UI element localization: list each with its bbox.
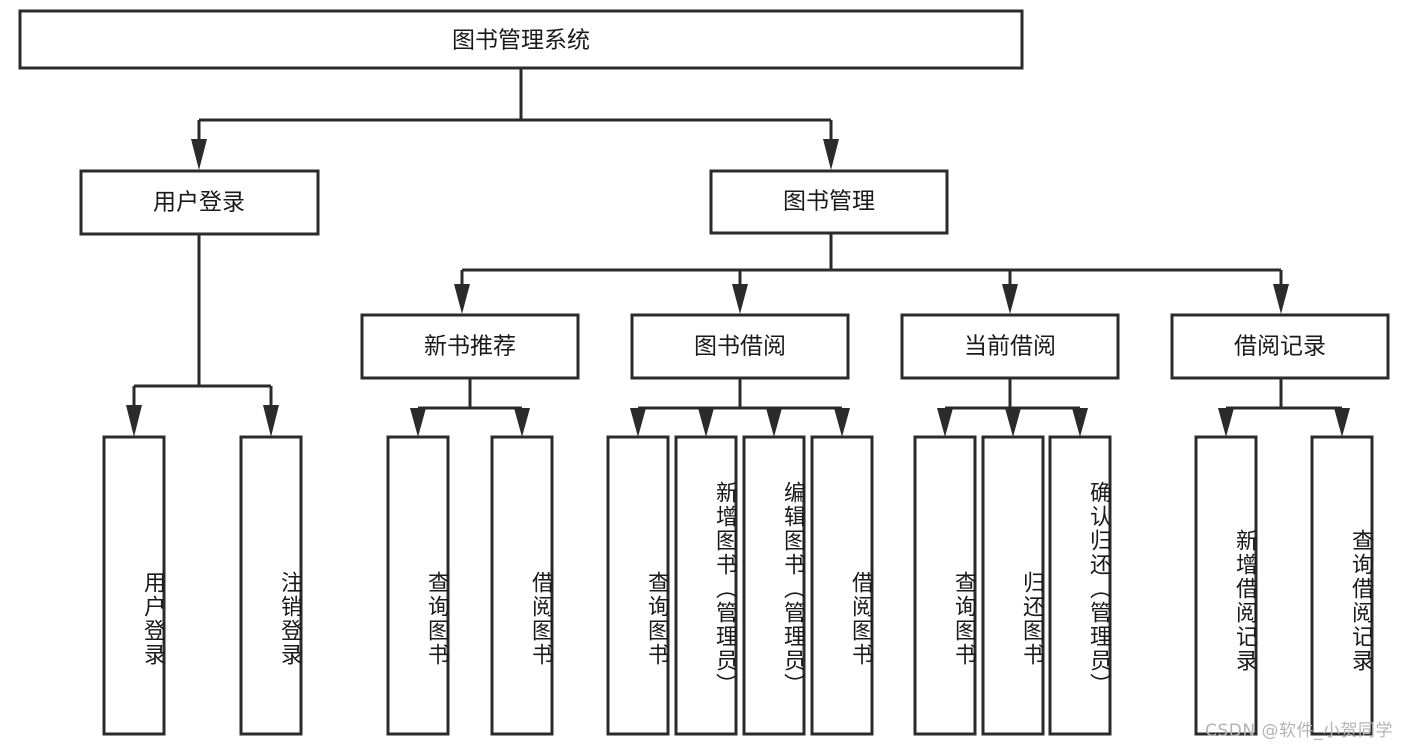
node-borrow-record-label: 借阅记录 bbox=[1234, 334, 1326, 360]
node-root[interactable]: 图书管理系统 bbox=[18, 9, 1024, 70]
arrowhead-leaf-borrow-book-2 bbox=[834, 408, 850, 437]
arrowhead-book-borrow bbox=[732, 284, 748, 314]
arrowhead-user-login bbox=[191, 139, 207, 170]
node-leaf-query-book-1-box[interactable] bbox=[386, 435, 450, 736]
csdn-watermark: CSDN @软件_小贺同学 bbox=[1205, 721, 1393, 741]
arrowhead-new-book-recommend bbox=[454, 284, 470, 314]
node-leaf-add-record-box[interactable] bbox=[1194, 435, 1258, 736]
connector-current-borrow-to-leaves bbox=[937, 378, 1088, 437]
node-leaf-query-record-box[interactable] bbox=[1310, 435, 1374, 736]
arrowhead-leaf-confirm-return bbox=[1072, 408, 1088, 437]
arrowhead-leaf-user-logout bbox=[263, 405, 279, 437]
arrowhead-leaf-return-book bbox=[1005, 408, 1021, 437]
node-user-login-box[interactable] bbox=[79, 169, 320, 236]
node-new-book-recommend[interactable]: 新书推荐 bbox=[360, 313, 580, 380]
node-book-manage[interactable]: 图书管理 bbox=[709, 169, 949, 235]
node-leaf-query-book-2-box[interactable] bbox=[606, 435, 670, 736]
node-leaf-edit-book-box[interactable] bbox=[742, 435, 806, 736]
node-leaf-user-login-box[interactable] bbox=[102, 435, 166, 736]
node-leaf-query-book-3-box[interactable] bbox=[913, 435, 977, 736]
node-book-manage-label: 图书管理 bbox=[783, 189, 875, 215]
node-book-borrow[interactable]: 图书借阅 bbox=[630, 313, 850, 380]
node-leaf-return-book-box[interactable] bbox=[981, 435, 1045, 736]
node-borrow-record[interactable]: 借阅记录 bbox=[1170, 313, 1390, 380]
arrowhead-leaf-query-book-1 bbox=[410, 408, 426, 437]
node-root-box[interactable] bbox=[18, 9, 1024, 70]
arrowhead-borrow-record bbox=[1273, 284, 1289, 314]
node-user-login-label: 用户登录 bbox=[153, 190, 245, 216]
node-current-borrow-box[interactable] bbox=[900, 313, 1120, 380]
connector-book-borrow-to-leaves bbox=[630, 378, 850, 437]
arrowhead-leaf-user-login bbox=[126, 405, 142, 437]
node-leaf-add-book-box[interactable] bbox=[674, 435, 738, 736]
connector-borrow-record-to-leaves bbox=[1218, 378, 1350, 437]
arrowhead-leaf-add-book bbox=[698, 408, 714, 437]
node-user-login[interactable]: 用户登录 bbox=[79, 169, 320, 236]
connector-book-manage-to-level3 bbox=[454, 233, 1289, 314]
node-new-book-recommend-box[interactable] bbox=[360, 313, 580, 380]
node-leaf-borrow-book-1-box[interactable] bbox=[490, 435, 554, 736]
node-leaf-borrow-book-2-box[interactable] bbox=[810, 435, 874, 736]
node-book-borrow-label: 图书借阅 bbox=[694, 334, 786, 360]
arrowhead-leaf-edit-book bbox=[766, 408, 782, 437]
node-book-borrow-box[interactable] bbox=[630, 313, 850, 380]
node-current-borrow[interactable]: 当前借阅 bbox=[900, 313, 1120, 380]
node-leaf-user-logout-box[interactable] bbox=[239, 435, 303, 736]
arrowhead-leaf-query-book-3 bbox=[937, 408, 953, 437]
connector-root-to-level2 bbox=[191, 68, 839, 170]
node-new-book-recommend-label: 新书推荐 bbox=[424, 334, 516, 360]
arrowhead-leaf-borrow-book-1 bbox=[514, 408, 530, 437]
connector-user-login-to-leaves bbox=[126, 234, 279, 437]
arrowhead-book-manage bbox=[823, 139, 839, 170]
arrowhead-leaf-query-book-2 bbox=[630, 408, 646, 437]
node-borrow-record-box[interactable] bbox=[1170, 313, 1390, 380]
node-leaf-confirm-return-box[interactable] bbox=[1048, 435, 1112, 736]
arrowhead-current-borrow bbox=[1002, 284, 1018, 314]
node-root-label: 图书管理系统 bbox=[452, 28, 590, 54]
node-current-borrow-label: 当前借阅 bbox=[964, 334, 1056, 360]
arrowhead-leaf-add-record bbox=[1218, 408, 1234, 437]
connector-new-book-recommend-to-leaves bbox=[410, 378, 530, 437]
node-book-manage-box[interactable] bbox=[709, 169, 949, 235]
arrowhead-leaf-query-record bbox=[1334, 408, 1350, 437]
